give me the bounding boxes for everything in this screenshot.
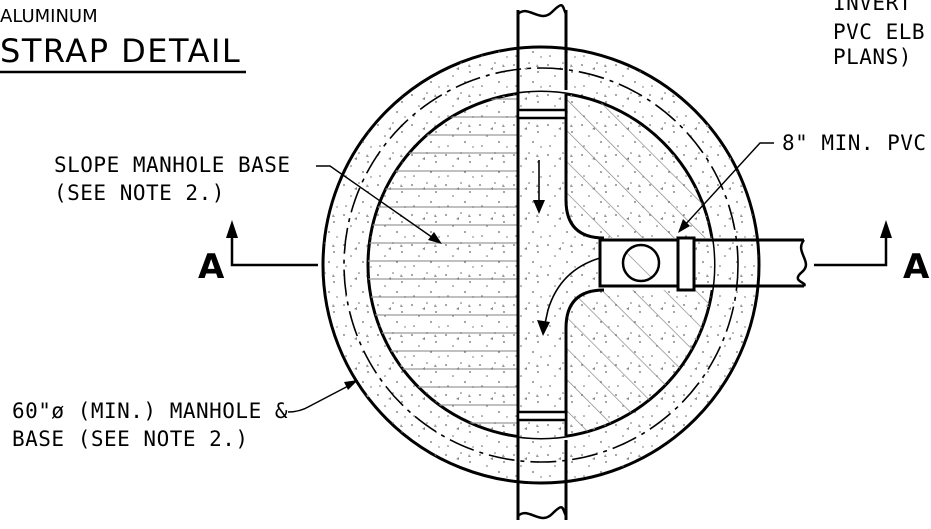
section-marker-left: A — [198, 220, 318, 287]
pipe-break-right — [796, 239, 808, 287]
pvc-elbow-section — [621, 243, 661, 283]
invert-note-line2: PVC ELB — [833, 20, 925, 44]
pipe-coupling — [676, 236, 696, 292]
pipe-wall-top — [516, 108, 568, 120]
flow-arrow-down — [533, 160, 545, 214]
vertical-pipe — [516, 4, 568, 520]
manhole-label-line2: BASE (SEE NOTE 2.) — [12, 427, 249, 451]
material-label: ALUMINUM — [0, 6, 98, 27]
pvc-min-label: 8" MIN. PVC — [782, 131, 927, 155]
section-marker-right: A — [814, 220, 930, 287]
section-arrow-left — [226, 220, 238, 238]
manhole-leader — [287, 380, 358, 413]
invert-note-line1: INVERT — [833, 0, 912, 15]
section-label-left: A — [198, 247, 225, 287]
slope-base-label-line2: (SEE NOTE 2.) — [54, 181, 225, 205]
slope-base-label-line1: SLOPE MANHOLE BASE — [54, 153, 291, 177]
invert-note-line3: PLANS) — [833, 45, 912, 69]
pvc-inlet-pipe — [598, 236, 808, 292]
manhole-label-line1: 60"ø (MIN.) MANHOLE & — [12, 399, 288, 423]
pipe-break-bottom — [517, 506, 568, 520]
pvc-leader — [678, 142, 774, 233]
slope-base-leader — [316, 165, 442, 244]
pipe-wall-bottom — [516, 410, 568, 422]
section-arrow-right — [880, 220, 892, 238]
detail-title: STRAP DETAIL — [0, 32, 241, 70]
section-label-right: A — [903, 247, 930, 287]
pipe-break-top — [517, 4, 568, 18]
flow-arrow-curved — [537, 257, 601, 336]
